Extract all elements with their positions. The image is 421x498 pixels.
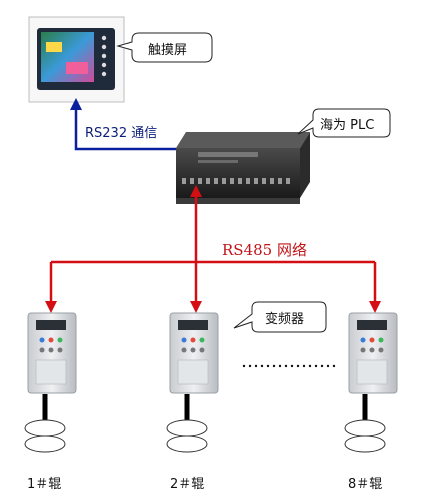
touchscreen-image (28, 16, 125, 103)
plc-label: 海为 PLC (320, 118, 375, 133)
touchscreen-label: 触摸屏 (148, 43, 188, 58)
vfd-callout (233, 301, 327, 333)
vfd-image-2 (169, 312, 219, 394)
rs485-label: RS485 网络 (222, 241, 307, 259)
roller-label-8: 8＃辊 (348, 477, 383, 492)
shafts (42, 394, 368, 425)
rs232-link (70, 98, 176, 151)
roller-label-2: 2＃辊 (170, 477, 205, 492)
ellipsis-dots (242, 364, 336, 368)
rs485-arrowheads (45, 185, 381, 313)
vfd-label: 变频器 (265, 312, 305, 327)
rs485-bus (49, 194, 377, 304)
roller-2 (166, 419, 208, 453)
vfd-image-8 (348, 312, 398, 394)
roller-label-1: 1＃辊 (27, 477, 62, 492)
roller-8 (344, 419, 386, 453)
vfd-image-1 (27, 312, 77, 394)
rs232-label: RS232 通信 (85, 126, 158, 141)
roller-1 (24, 419, 66, 453)
plc-callout (297, 108, 391, 138)
touchscreen-callout (116, 32, 213, 63)
